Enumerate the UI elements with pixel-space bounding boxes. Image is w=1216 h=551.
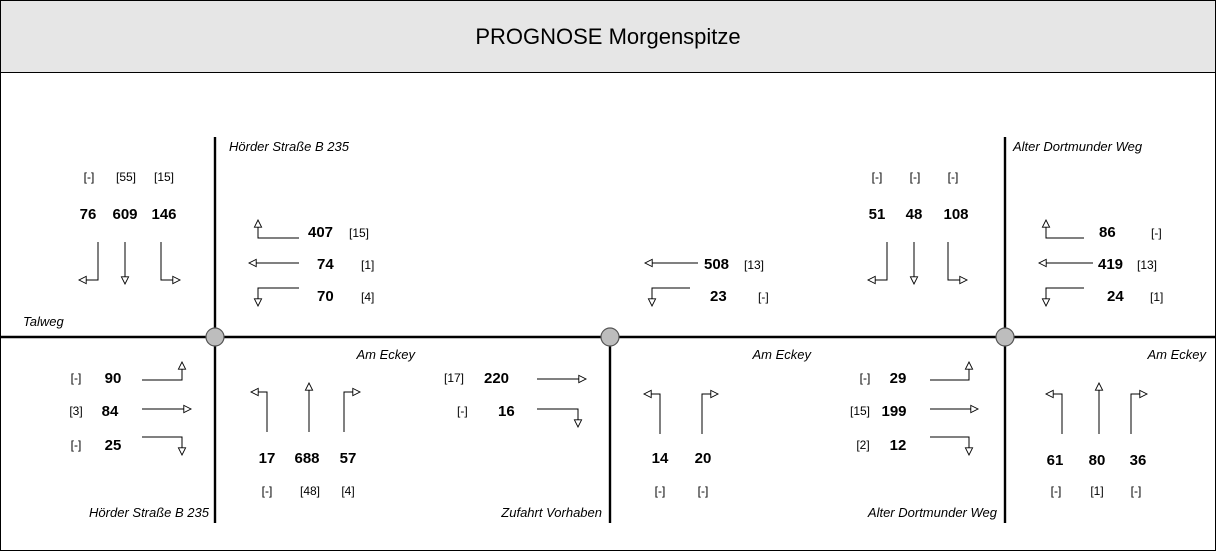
k3-south-arrow-right (1130, 394, 1147, 434)
street-label-alter-bottom: Alter Dortmunder Weg (867, 505, 998, 520)
street-label-eckey-2: Am Eckey (751, 347, 812, 362)
k3-south-arrow-left (1046, 394, 1063, 434)
k3-west-volume-left: 29 (890, 370, 907, 387)
k3-west-heavy-left: [-] (860, 371, 871, 385)
k1-north-heavy-left: [-] (84, 170, 95, 184)
k2-west-heavy-through: [17] (444, 371, 464, 385)
k3-south-volume-left: 61 (1047, 452, 1064, 469)
intersection-node-2 (600, 327, 620, 347)
k1-west-volume-left: 90 (105, 370, 122, 387)
k3-north-arrow-right (947, 242, 967, 280)
k1-east-heavy-through: [1] (361, 258, 374, 272)
street-label-zufahrt: Zufahrt Vorhaben (500, 505, 602, 520)
k3-west-arrow-left (930, 362, 969, 381)
k2-west-volume-through: 220 (484, 370, 509, 387)
k1-west-heavy-left: [-] (71, 371, 82, 385)
k1-north-heavy-through: [55] (116, 170, 136, 184)
street-label-eckey-3: Am Eckey (1146, 347, 1207, 362)
k1-east-volume-left: 407 (308, 224, 333, 241)
k1-east-arrow-left (258, 220, 299, 239)
k1-west-heavy-right: [-] (71, 438, 82, 452)
k3-west-heavy-through: [15] (850, 404, 870, 418)
street-label-talweg: Talweg (23, 314, 64, 329)
k3-south-volume-right: 36 (1130, 452, 1147, 469)
k3-north-volume-through: 48 (906, 206, 923, 223)
k1-east-volume-right: 70 (317, 288, 334, 305)
k3-north-arrow-left (868, 242, 888, 280)
intersection-node-1 (205, 327, 225, 347)
k2-south-volume-left: 14 (652, 450, 669, 467)
k3-east-arrow-left (1046, 220, 1084, 239)
k2-east-volume-right: 23 (710, 288, 727, 305)
k3-east-heavy-left: [-] (1151, 226, 1162, 240)
k1-north-heavy-right: [15] (154, 170, 174, 184)
street-label-hoerder-bottom: Hörder Straße B 235 (89, 505, 210, 520)
title-bar: PROGNOSE Morgenspitze (1, 1, 1215, 73)
k3-east-volume-right: 24 (1107, 288, 1124, 305)
k3-west-arrow-right (930, 436, 969, 455)
k3-north-heavy-left: [-] (872, 170, 883, 184)
k2-east-heavy-through: [13] (744, 258, 764, 272)
k1-east-heavy-right: [4] (361, 290, 374, 304)
k1-west-heavy-through: [3] (69, 404, 82, 418)
k2-south-arrow-left (644, 394, 661, 434)
k3-north-volume-left: 51 (869, 206, 886, 223)
k3-west-volume-through: 199 (881, 403, 906, 420)
k2-east-arrow-right (652, 287, 690, 306)
k2-west-volume-right: 16 (498, 403, 515, 420)
k3-east-volume-left: 86 (1099, 224, 1116, 241)
k1-south-arrow-right (343, 392, 360, 432)
street-label-eckey-1: Am Eckey (355, 347, 416, 362)
k3-west-heavy-right: [2] (856, 438, 869, 452)
k1-south-arrow-left (251, 392, 268, 432)
k3-east-heavy-right: [1] (1150, 290, 1163, 304)
k1-south-heavy-left: [-] (262, 484, 273, 498)
k3-south-heavy-right: [-] (1131, 484, 1142, 498)
k2-south-arrow-right (701, 394, 718, 434)
k3-north-heavy-through: [-] (910, 170, 921, 184)
k1-east-arrow-right (258, 287, 299, 306)
k1-north-arrow-left (79, 242, 99, 280)
k1-south-volume-right: 57 (340, 450, 357, 467)
k3-north-heavy-right: [-] (948, 170, 959, 184)
k1-south-volume-left: 17 (259, 450, 276, 467)
street-label-hoerder-top: Hörder Straße B 235 (229, 139, 350, 154)
k1-east-heavy-left: [15] (349, 226, 369, 240)
k1-north-volume-left: 76 (80, 206, 97, 223)
k3-east-heavy-through: [13] (1137, 258, 1157, 272)
k1-west-arrow-left (142, 362, 182, 381)
k1-south-heavy-right: [4] (341, 484, 354, 498)
k1-north-volume-right: 146 (151, 206, 176, 223)
k3-south-heavy-through: [1] (1090, 484, 1103, 498)
k3-north-volume-right: 108 (943, 206, 968, 223)
k1-west-volume-through: 84 (102, 403, 119, 420)
k1-south-volume-through: 688 (294, 450, 319, 467)
k2-south-volume-right: 20 (695, 450, 712, 467)
k2-east-heavy-right: [-] (758, 290, 769, 304)
k1-west-arrow-right (142, 436, 182, 455)
k3-south-heavy-left: [-] (1051, 484, 1062, 498)
k1-west-volume-right: 25 (105, 437, 122, 454)
k2-west-arrow-right (537, 408, 578, 427)
k1-east-volume-through: 74 (317, 256, 334, 273)
k1-north-arrow-right (160, 242, 180, 280)
street-label-alter-top: Alter Dortmunder Weg (1012, 139, 1143, 154)
k1-north-volume-through: 609 (112, 206, 137, 223)
k2-south-heavy-right: [-] (698, 484, 709, 498)
intersection-node-3 (995, 327, 1015, 347)
k3-south-volume-through: 80 (1089, 452, 1106, 469)
k3-east-arrow-right (1046, 287, 1084, 306)
k2-west-heavy-right: [-] (457, 404, 468, 418)
k3-east-volume-through: 419 (1098, 256, 1123, 273)
k2-east-volume-through: 508 (704, 256, 729, 273)
page-title: PROGNOSE Morgenspitze (475, 24, 741, 49)
k2-south-heavy-left: [-] (655, 484, 666, 498)
k3-west-volume-right: 12 (890, 437, 907, 454)
k1-south-heavy-through: [48] (300, 484, 320, 498)
